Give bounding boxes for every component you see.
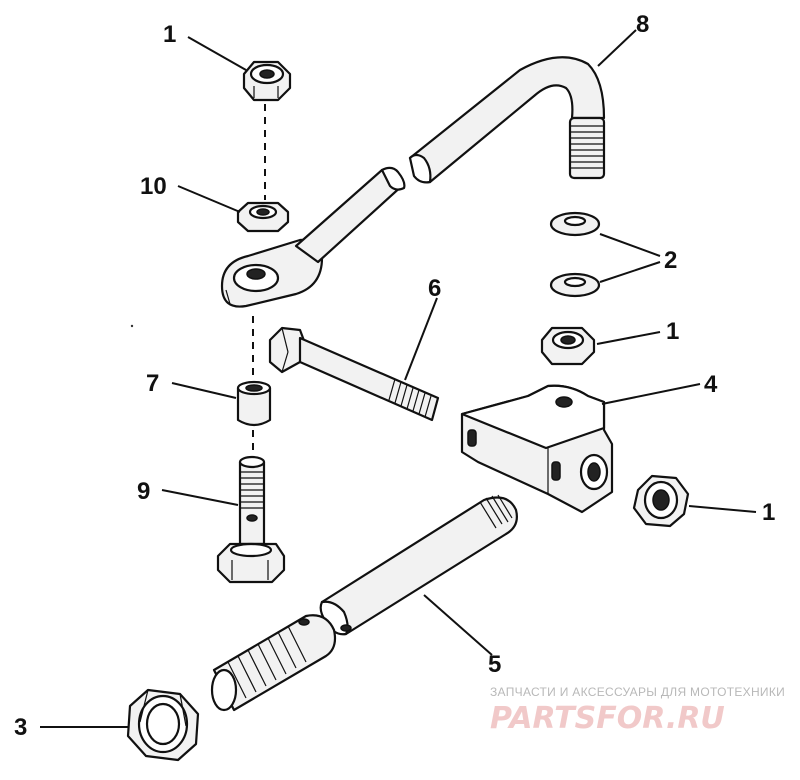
callout-4: 4 bbox=[704, 371, 718, 398]
leader-10 bbox=[177, 185, 241, 213]
leader-7 bbox=[171, 382, 237, 399]
leader-1c bbox=[688, 505, 757, 513]
leader-9 bbox=[161, 489, 239, 506]
watermark-caption: ЗАПЧАСТИ И АКСЕССУАРЫ ДЛЯ МОТОТЕХНИКИ bbox=[490, 685, 785, 699]
callout-9: 9 bbox=[137, 478, 150, 505]
callout-1-middle: 1 bbox=[666, 318, 679, 345]
nut-part-1-side bbox=[632, 474, 690, 528]
washer-part-2-lower bbox=[549, 272, 601, 298]
callout-8: 8 bbox=[636, 11, 649, 38]
callout-6: 6 bbox=[428, 275, 441, 302]
nut-part-1-top bbox=[242, 60, 292, 102]
leader-6 bbox=[404, 297, 438, 381]
spacer-part-7 bbox=[236, 380, 272, 427]
leader-2-upper bbox=[599, 233, 661, 257]
jam-nut-part-10 bbox=[236, 201, 290, 233]
callout-1-top: 1 bbox=[163, 21, 176, 48]
leader-1a bbox=[187, 36, 247, 71]
bolt-part-6 bbox=[268, 326, 440, 422]
callout-10: 10 bbox=[140, 173, 167, 200]
leader-5 bbox=[423, 594, 493, 656]
washer-part-2-upper bbox=[549, 211, 601, 237]
leader-8 bbox=[597, 29, 637, 67]
watermark-logo: PARTSFOR.RU bbox=[490, 701, 725, 736]
nut-part-1-middle bbox=[540, 326, 596, 366]
bracket-part-4 bbox=[460, 384, 614, 514]
link-rod-part-8 bbox=[220, 56, 606, 308]
callout-2: 2 bbox=[664, 247, 677, 274]
bolt-part-9 bbox=[216, 455, 286, 584]
callout-5: 5 bbox=[488, 651, 501, 678]
callout-3: 3 bbox=[14, 714, 27, 741]
leader-1b bbox=[596, 331, 661, 345]
tube-part-5 bbox=[210, 494, 518, 712]
nut-part-3 bbox=[126, 688, 200, 762]
scan-dot bbox=[130, 324, 134, 328]
leader-4 bbox=[601, 383, 701, 405]
callout-1-side: 1 bbox=[762, 499, 775, 526]
leader-2-lower bbox=[599, 261, 661, 283]
callout-7: 7 bbox=[146, 370, 159, 397]
